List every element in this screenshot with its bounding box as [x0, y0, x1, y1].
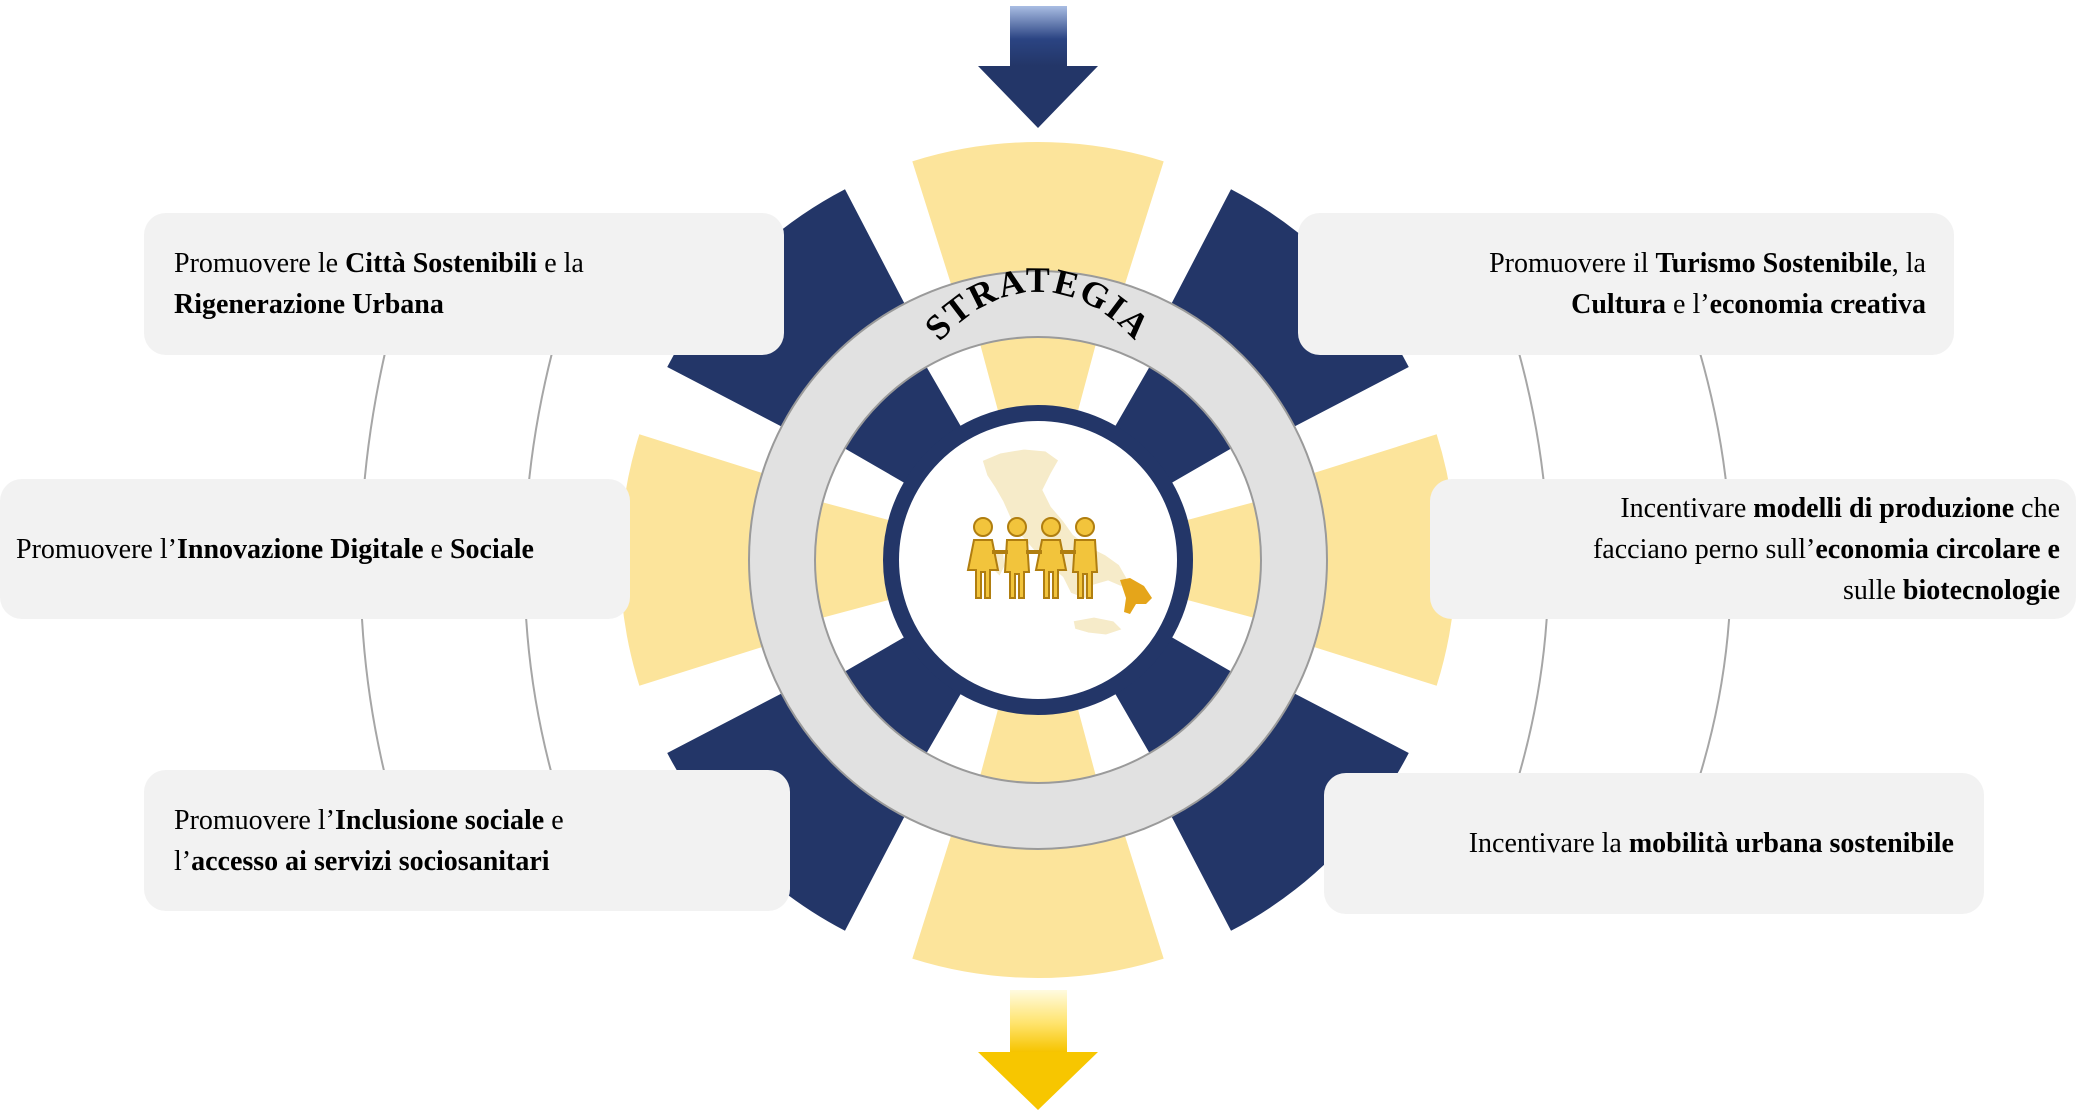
- strategy-ring-outer-edge: [748, 270, 1328, 850]
- goal-text-mobility: Incentivare la mobilità urbana sostenibi…: [1468, 828, 1954, 859]
- person-figure: [1034, 517, 1068, 599]
- goal-box-bottom-left: Promuovere l’Inclusione sociale e l’acce…: [144, 770, 790, 911]
- strategy-ring: [749, 271, 1327, 849]
- inner-segment-top: [973, 312, 1103, 435]
- person-figure: [966, 517, 1000, 599]
- goal-box-mid-left: Promuovere l’Innovazione Digitale e Soci…: [0, 479, 630, 619]
- person-figure: [1071, 517, 1099, 599]
- person-figure: [1003, 517, 1031, 599]
- inner-segment-left: [790, 495, 913, 625]
- goal-box-mid-right: Incentivare modelli di produzione che fa…: [1430, 479, 2076, 619]
- arrow-down-navy-icon: [978, 6, 1098, 128]
- goal-text-innovation: Promuovere l’Innovazione Digitale e Soci…: [16, 533, 534, 565]
- inner-segment-bottom: [973, 685, 1103, 808]
- goal-text-inclusion: Promuovere l’Inclusione sociale e l’acce…: [174, 804, 564, 877]
- goal-text-cities: Promuovere le Città Sostenibili e la Rig…: [174, 248, 584, 320]
- goal-box-top-left: Promuovere le Città Sostenibili e la Rig…: [144, 213, 784, 355]
- arrow-down-yellow-icon: [978, 990, 1098, 1110]
- goal-box-top-right: Promuovere il Turismo Sostenibile, la Cu…: [1298, 213, 1954, 355]
- strategy-ring-inner-edge: [814, 336, 1262, 784]
- goal-text-circular-economy: Incentivare modelli di produzione che fa…: [1592, 492, 2060, 606]
- goal-box-bottom-right: Incentivare la mobilità urbana sostenibi…: [1324, 773, 1984, 914]
- people-group-icon: [966, 517, 1099, 599]
- calabria-highlight: [1120, 578, 1152, 614]
- goal-text-tourism: Promuovere il Turismo Sostenibile, la Cu…: [1489, 248, 1926, 320]
- inner-segment-right: [1163, 495, 1286, 625]
